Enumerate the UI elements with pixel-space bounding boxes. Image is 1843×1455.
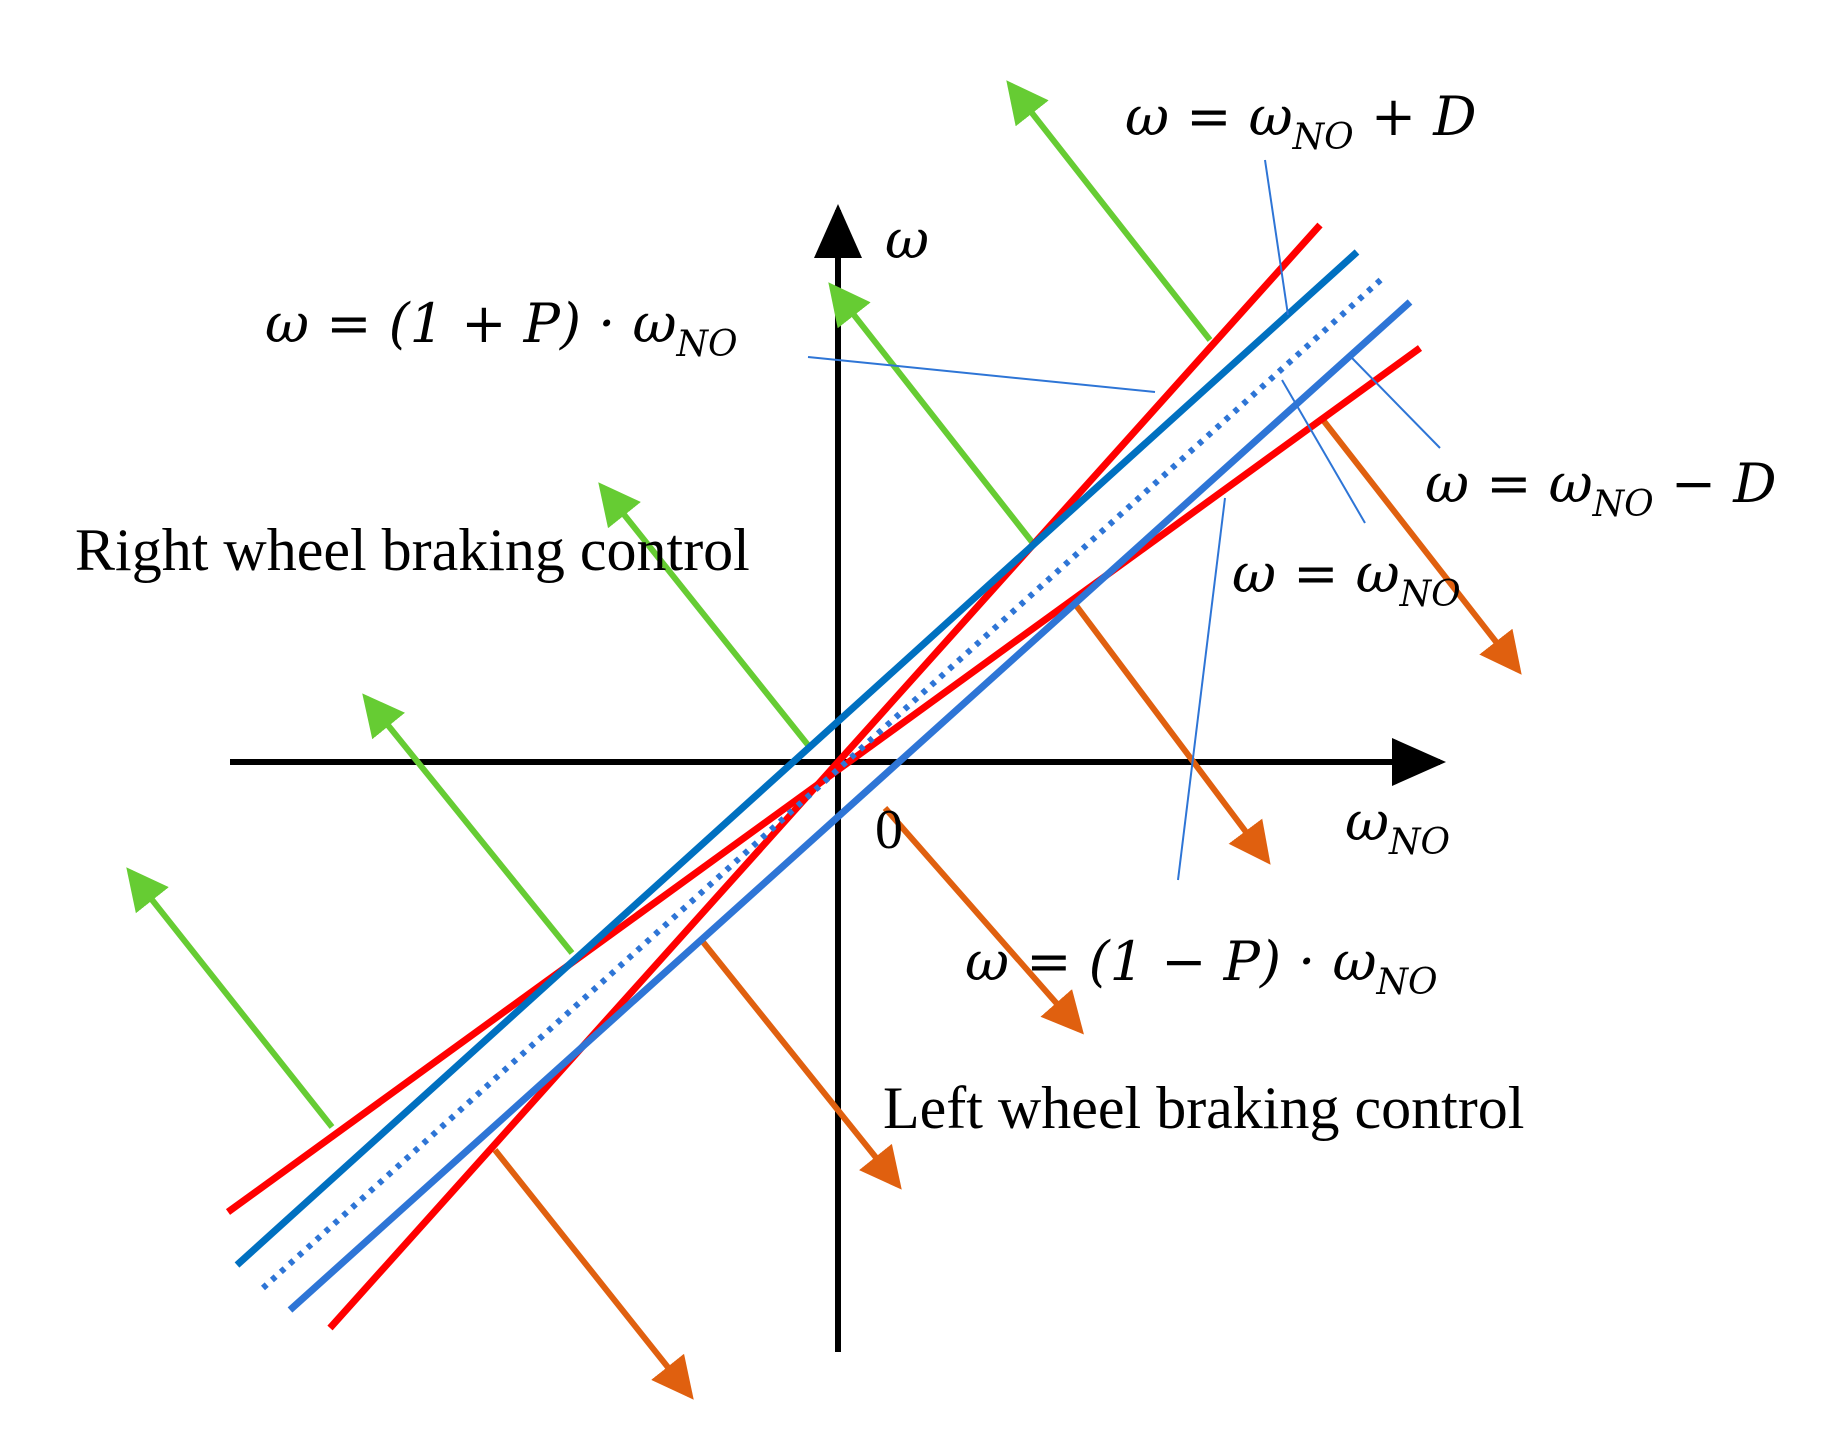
axis-y-label: ω: [885, 208, 929, 271]
leader-minus-p: [1177, 497, 1226, 881]
leader-lines: [807, 159, 1441, 881]
green-arrow: [828, 282, 1035, 544]
eq-minus-d-label: ω = ωNO − D: [1425, 452, 1777, 525]
region-right-label: Right wheel braking control: [75, 517, 750, 583]
leader-minus-d: [1351, 357, 1441, 449]
eq-no-label: ω = ωNO: [1232, 542, 1461, 615]
leader-no: [1281, 379, 1366, 524]
line-plus-d: [234, 249, 1360, 1268]
leader-plus-d: [1264, 159, 1289, 316]
origin-label: 0: [875, 799, 903, 861]
right-braking-arrows: [126, 80, 1213, 1129]
eq-plus-p-label: ω = (1 + P) · ωNO: [265, 292, 738, 365]
boundary-lines: [225, 222, 1423, 1331]
green-arrow: [1006, 80, 1213, 342]
orange-arrow: [1320, 418, 1522, 675]
green-arrow: [362, 693, 575, 955]
orange-arrow: [492, 1148, 694, 1400]
leader-plus-p: [807, 356, 1156, 393]
green-arrow: [598, 482, 811, 747]
orange-arrow: [1069, 598, 1271, 865]
green-arrow: [126, 867, 335, 1129]
line-minus-d: [287, 299, 1413, 1313]
orange-arrow: [882, 806, 1084, 1035]
axis-x-label: ωNO: [1345, 790, 1450, 863]
eq-minus-p-label: ω = (1 − P) · ωNO: [965, 930, 1438, 1003]
region-left-label: Left wheel braking control: [883, 1075, 1524, 1141]
eq-plus-d-label: ω = ωNO + D: [1125, 85, 1477, 158]
left-braking-arrows: [492, 418, 1522, 1400]
orange-arrow: [700, 940, 902, 1190]
axes: [230, 204, 1446, 1352]
